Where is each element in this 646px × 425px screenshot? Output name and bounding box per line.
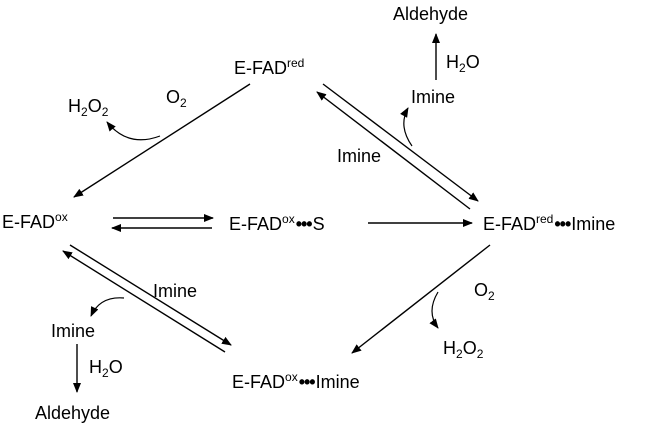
complex-dots: ••• xyxy=(295,214,313,234)
redox-state: ox xyxy=(55,210,68,224)
arrow-imine-release-top xyxy=(400,107,413,147)
species-efad-red-imine: E-FADred•••Imine xyxy=(483,212,616,234)
efad-base: E-FAD xyxy=(483,214,537,234)
complex-partner: S xyxy=(312,214,325,234)
efad-base: E-FAD xyxy=(2,212,56,232)
species-efad-ox-imine: E-FADox•••Imine xyxy=(232,370,360,392)
redox-state: red xyxy=(287,56,305,70)
h2o-label-top: H2O xyxy=(446,52,480,75)
arrow-ox-to-ox-imine xyxy=(69,244,232,346)
efad-base: E-FAD xyxy=(229,214,283,234)
imine-label-top-branch: Imine xyxy=(411,87,456,107)
h2o2-label-right: H2O2 xyxy=(443,338,484,361)
redox-state: ox xyxy=(285,370,298,384)
species-efad-ox-s: E-FADox•••S xyxy=(229,212,325,234)
complex-partner: Imine xyxy=(571,214,616,234)
aldehyde-label-top: Aldehyde xyxy=(393,4,469,24)
species-efad-red-top: E-FADred xyxy=(234,56,305,78)
arrow-red-to-red-imine xyxy=(322,83,479,202)
o2-label-top: O2 xyxy=(166,87,187,110)
redox-state: red xyxy=(536,212,554,226)
h2o-label-bottom: H2O xyxy=(89,357,123,380)
redox-state: ox xyxy=(282,212,295,226)
arrow-ox-imine-to-ox xyxy=(62,250,226,353)
arrow-h2o2-release-top xyxy=(106,121,161,141)
arrow-red-imine-to-red xyxy=(316,91,471,210)
arrow-h2o2-release-right xyxy=(429,291,439,329)
efad-base: E-FAD xyxy=(232,372,286,392)
complex-dots: ••• xyxy=(554,214,571,234)
efad-base: E-FAD xyxy=(234,58,288,78)
species-efad-ox-left: E-FADox xyxy=(2,210,68,232)
complex-dots: ••• xyxy=(298,372,316,392)
arrow-red-imine-to-ox-imine xyxy=(351,244,491,354)
h2o2-label-top: H2O2 xyxy=(68,96,109,119)
o2-label-right: O2 xyxy=(474,280,495,303)
aldehyde-label-bottom: Aldehyde xyxy=(35,403,111,423)
imine-label-top-edge: Imine xyxy=(337,146,382,166)
imine-label-bottom-edge: Imine xyxy=(153,281,198,301)
imine-label-bottom-branch: Imine xyxy=(51,321,96,341)
arrow-imine-release-bottom xyxy=(90,297,125,317)
arrow-red-to-ox-oxidation xyxy=(73,83,251,198)
complex-partner: Imine xyxy=(315,372,360,392)
